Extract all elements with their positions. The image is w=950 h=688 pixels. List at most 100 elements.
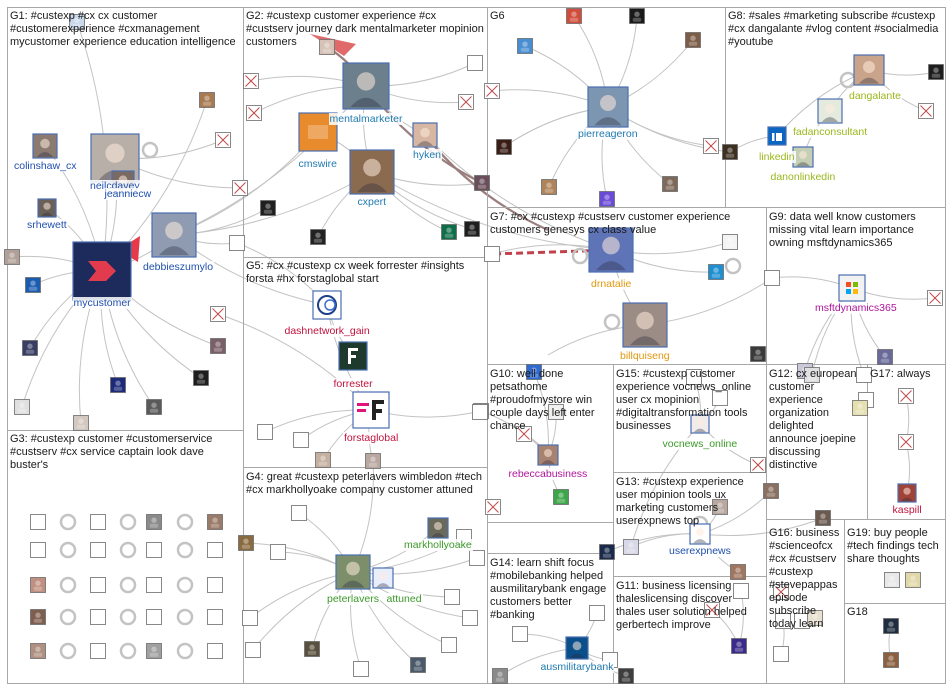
broken-image-node[interactable] [898, 434, 914, 450]
avatar-node[interactable] [4, 249, 20, 265]
broken-image-node[interactable] [704, 602, 720, 618]
broken-image-node[interactable] [484, 83, 500, 99]
avatar-node[interactable] [207, 514, 223, 530]
avatar-node[interactable] [242, 610, 258, 626]
node-label-srhewett[interactable]: srhewett [26, 219, 68, 231]
node-label-peterlavers[interactable]: peterlavers [326, 593, 380, 605]
avatar-node[interactable] [464, 221, 480, 237]
avatar-node[interactable] [722, 234, 738, 250]
avatar-node[interactable] [207, 577, 223, 593]
avatar-node[interactable] [193, 370, 209, 386]
node-forrester[interactable] [338, 341, 368, 371]
avatar-node[interactable] [69, 14, 85, 30]
node-label-cxpert[interactable]: cxpert [356, 196, 388, 208]
avatar-node[interactable] [270, 544, 286, 560]
avatar-node[interactable] [315, 452, 331, 468]
avatar-node[interactable] [512, 626, 528, 642]
avatar-node[interactable] [90, 643, 106, 659]
node-label-forstaglobal[interactable]: forstaglobal [343, 432, 400, 444]
avatar-node[interactable] [905, 572, 921, 588]
node-label-hyken[interactable]: hyken [412, 149, 443, 161]
node-label-vocnews_online[interactable]: vocnews_online [661, 438, 739, 450]
node-label-jeanniecw[interactable]: jeanniecw [103, 188, 153, 200]
avatar-node[interactable] [146, 643, 162, 659]
broken-image-node[interactable] [215, 132, 231, 148]
avatar-node[interactable] [815, 510, 831, 526]
avatar-node[interactable] [629, 8, 645, 24]
node-debbieszumylo[interactable] [151, 212, 197, 258]
broken-image-node[interactable] [898, 388, 914, 404]
avatar-node[interactable] [30, 643, 46, 659]
node-srhewett[interactable] [37, 198, 57, 218]
avatar-node[interactable] [722, 144, 738, 160]
broken-image-node[interactable] [516, 426, 532, 442]
node-label-drnatalie[interactable]: drnatalie [590, 278, 633, 290]
node-label-msftdynamics365[interactable]: msftdynamics365 [814, 302, 898, 314]
node-label-dashnetwork_gain[interactable]: dashnetwork_gain [283, 325, 371, 337]
avatar-node[interactable] [30, 577, 46, 593]
avatar-node[interactable] [750, 346, 766, 362]
avatar-node[interactable] [708, 264, 724, 280]
avatar-node[interactable] [310, 229, 326, 245]
avatar-node[interactable] [492, 668, 508, 684]
avatar-node[interactable] [441, 637, 457, 653]
node-label-billquiseng[interactable]: billquiseng [619, 350, 671, 362]
avatar-node[interactable] [618, 668, 634, 684]
avatar-node[interactable] [883, 618, 899, 634]
node-cxpert[interactable] [349, 149, 395, 195]
node-fadanconsultant[interactable] [817, 98, 843, 124]
avatar-node[interactable] [589, 605, 605, 621]
avatar-node[interactable] [856, 367, 872, 383]
avatar-node[interactable] [30, 542, 46, 558]
node-label-mentalmarketer[interactable]: mentalmarketer [328, 113, 404, 125]
avatar-node[interactable] [410, 657, 426, 673]
avatar-node[interactable] [599, 191, 615, 207]
node-label-mycustomer[interactable]: mycustomer [72, 297, 132, 309]
node-vocnews_online[interactable] [690, 414, 710, 434]
node-msftdynamics365[interactable] [838, 274, 866, 302]
avatar-node[interactable] [110, 377, 126, 393]
node-billquiseng[interactable] [622, 302, 668, 348]
avatar-node[interactable] [199, 92, 215, 108]
avatar-node[interactable] [517, 38, 533, 54]
avatar-node[interactable] [30, 609, 46, 625]
avatar-node[interactable] [526, 364, 542, 380]
broken-image-node[interactable] [210, 306, 226, 322]
avatar-node[interactable] [30, 514, 46, 530]
avatar-node[interactable] [472, 404, 488, 420]
avatar-node[interactable] [238, 535, 254, 551]
avatar-node[interactable] [807, 610, 823, 626]
avatar-node[interactable] [804, 367, 820, 383]
avatar-node[interactable] [548, 404, 564, 420]
node-attuned[interactable] [372, 567, 394, 589]
broken-image-node[interactable] [246, 105, 262, 121]
node-label-forrester[interactable]: forrester [332, 378, 374, 390]
avatar-node[interactable] [353, 661, 369, 677]
avatar-node[interactable] [22, 340, 38, 356]
avatar-node[interactable] [25, 277, 41, 293]
broken-image-node[interactable] [703, 138, 719, 154]
node-label-linkedin[interactable]: linkedin [758, 151, 796, 163]
avatar-node[interactable] [229, 235, 245, 251]
avatar-node[interactable] [733, 583, 749, 599]
avatar-node[interactable] [365, 453, 381, 469]
node-label-colinshaw_cx[interactable]: colinshaw_cx [13, 160, 78, 172]
avatar-node[interactable] [773, 646, 789, 662]
broken-image-node[interactable] [458, 94, 474, 110]
node-label-userexpnews[interactable]: userexpnews [668, 545, 732, 557]
node-label-danonlinkedin[interactable]: danonlinkedin [769, 171, 837, 183]
broken-image-node[interactable] [485, 499, 501, 515]
node-label-attuned[interactable]: attuned [385, 593, 423, 605]
broken-image-node[interactable] [773, 584, 789, 600]
node-label-cmswire[interactable]: cmswire [297, 158, 338, 170]
avatar-node[interactable] [877, 349, 893, 365]
node-dangalante[interactable] [853, 54, 885, 86]
avatar-node[interactable] [794, 613, 810, 629]
avatar-node[interactable] [712, 390, 728, 406]
avatar-node[interactable] [207, 609, 223, 625]
avatar-node[interactable] [14, 399, 30, 415]
avatar-node[interactable] [484, 246, 500, 262]
node-label-markhollyoake[interactable]: markhollyoake [403, 539, 473, 551]
broken-image-node[interactable] [918, 103, 934, 119]
avatar-node[interactable] [662, 176, 678, 192]
